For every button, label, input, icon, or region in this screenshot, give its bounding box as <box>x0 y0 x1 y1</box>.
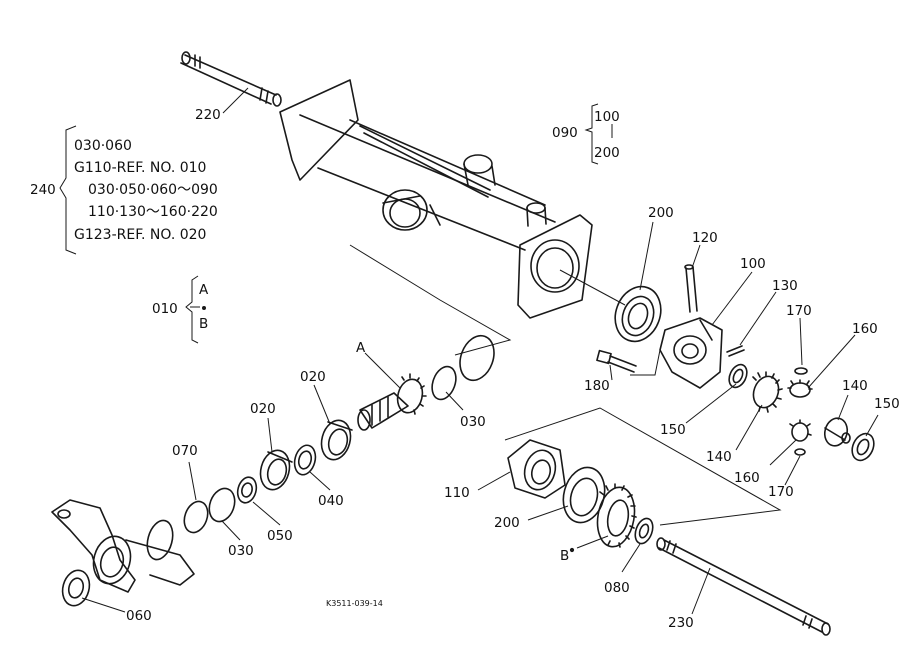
knuckle-bracket <box>51 499 195 593</box>
pinion-gear-160-lower <box>789 419 812 456</box>
label-070: 070 <box>172 443 198 459</box>
label-200-group: 200 <box>594 145 620 161</box>
label-080: 080 <box>604 580 630 596</box>
pin-130 <box>726 345 745 357</box>
drawing-code: K3511-039-14 <box>326 599 383 608</box>
group-240-note: 030·060 G110-REF. NO. 010 030·050·060～09… <box>74 138 218 243</box>
ref-dot-B <box>569 547 575 553</box>
label-150-right: 150 <box>874 396 900 412</box>
o-ring-030 <box>431 334 495 401</box>
bolt-180 <box>596 349 637 373</box>
callout-labels: 220 090 100 200 200 120 100 130 170 160 … <box>30 107 900 631</box>
label-110: 110 <box>444 485 470 501</box>
leader-lines <box>81 87 879 615</box>
axle-shaft-230 <box>656 537 831 636</box>
label-020-b: 020 <box>250 401 276 417</box>
group-brackets <box>59 103 613 344</box>
collar-040 <box>293 444 317 476</box>
shim-070 <box>183 500 209 534</box>
label-160-bottom: 160 <box>734 470 760 486</box>
label-220: 220 <box>195 107 221 123</box>
label-A-group: A <box>199 282 209 298</box>
group-240-line-1: 030·060 <box>74 138 132 154</box>
label-030-lower: 030 <box>228 543 254 559</box>
label-040: 040 <box>318 493 344 509</box>
label-200-seal: 200 <box>648 205 674 221</box>
label-230: 230 <box>668 615 694 631</box>
label-200-bearing: 200 <box>494 515 520 531</box>
label-150-left: 150 <box>660 422 686 438</box>
label-A-shaft: A <box>356 340 366 356</box>
axle-housing <box>279 79 593 319</box>
label-090: 090 <box>552 125 578 141</box>
axle-shaft-220 <box>180 51 282 107</box>
label-010: 010 <box>152 301 178 317</box>
bearing-holder-110 <box>507 439 566 499</box>
label-120: 120 <box>692 230 718 246</box>
bearing-200-lower <box>562 466 606 524</box>
pin-120 <box>684 264 698 313</box>
pinion-shaft-A <box>357 373 427 431</box>
label-240: 240 <box>30 182 56 198</box>
label-B-gear: B <box>560 548 569 564</box>
group-240-line-5: G123-REF. NO. 020 <box>74 227 206 243</box>
label-180: 180 <box>584 378 610 394</box>
label-170-bottom: 170 <box>768 484 794 500</box>
group-240-line-2: G110-REF. NO. 010 <box>74 160 206 176</box>
label-020-a: 020 <box>300 369 326 385</box>
label-170-top: 170 <box>786 303 812 319</box>
label-030-upper: 030 <box>460 414 486 430</box>
label-100-group: 100 <box>594 109 620 125</box>
thrust-washer-150-right <box>851 432 875 462</box>
oil-seal-060 <box>61 569 91 607</box>
label-140-right: 140 <box>842 378 868 394</box>
label-060: 060 <box>126 608 152 624</box>
label-160-top: 160 <box>852 321 878 337</box>
label-B-group: B <box>199 316 208 332</box>
thrust-washer-150 <box>728 363 748 389</box>
group-240-line-4: 110·130～160·220 <box>88 204 218 220</box>
label-140-left: 140 <box>706 449 732 465</box>
nut-050 <box>236 476 258 504</box>
label-050: 050 <box>267 528 293 544</box>
label-130: 130 <box>772 278 798 294</box>
bearing-020-b <box>259 449 293 491</box>
bearing-020-a <box>320 419 353 461</box>
oil-seal-200 <box>614 285 662 343</box>
o-ring-030-lower <box>208 487 236 523</box>
side-gear-140-right <box>823 417 851 447</box>
side-gear-140 <box>752 371 783 413</box>
washer-080 <box>634 517 654 545</box>
group-240-line-3: 030·050·060～090 <box>88 182 218 198</box>
ring-gear-B <box>596 483 637 548</box>
diff-case-100 <box>659 317 723 389</box>
label-100-case: 100 <box>740 256 766 272</box>
pinion-gear-160 <box>787 367 813 398</box>
